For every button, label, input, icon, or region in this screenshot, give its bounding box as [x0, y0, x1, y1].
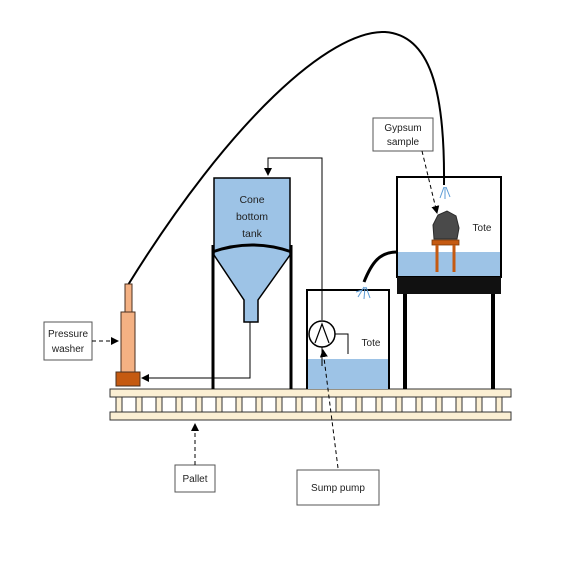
pallet — [109, 388, 512, 421]
pallet-slat — [435, 396, 443, 413]
cone-bottom-tank: Cone bottom tank — [211, 177, 293, 389]
washer-nozzle — [124, 283, 133, 313]
gypsum-label-line1: Gypsum — [384, 123, 421, 134]
pallet-slat — [335, 396, 343, 413]
sample-spray-icon — [439, 186, 451, 199]
pallet-slat — [455, 396, 463, 413]
tank-to-washer-line — [141, 322, 251, 382]
sample-stool — [431, 239, 460, 272]
gypsum-sample-label: Gypsum sample — [372, 117, 434, 152]
pressure-washer — [115, 283, 141, 387]
pallet-slat — [475, 396, 483, 413]
sump-pump-pointer — [319, 349, 339, 469]
pallet-slat — [295, 396, 303, 413]
cone-tank-label-line3: tank — [242, 228, 263, 240]
pressure-washer-label-line1: Pressure — [48, 329, 88, 340]
gypsum-label-line2: sample — [387, 137, 420, 148]
cone-tank-label-line1: Cone — [239, 194, 264, 206]
lower-tote-label: Tote — [362, 338, 381, 349]
pressure-washer-label: Pressure washer — [43, 321, 93, 361]
pressure-hose — [127, 30, 446, 286]
pallet-slat — [235, 396, 243, 413]
pressure-washer-label-line2: washer — [51, 344, 85, 355]
pallet-label: Pallet — [174, 464, 216, 493]
pallet-slat — [415, 396, 423, 413]
sump-pump-label: Sump pump — [296, 469, 380, 506]
upper-tote-label: Tote — [473, 223, 492, 234]
pallet-slat — [215, 396, 223, 413]
cone-tank-label-line2: bottom — [236, 211, 268, 223]
sump-pump-label-text: Sump pump — [311, 483, 365, 494]
washer-base — [115, 371, 141, 387]
tote-stand-top — [397, 277, 501, 294]
pallet-slat — [115, 396, 123, 413]
drain-spray-icon — [355, 286, 371, 300]
gypsum-pointer — [421, 150, 440, 214]
pallet-slat — [135, 396, 143, 413]
gypsum-rock-icon — [432, 210, 460, 240]
pallet-slat — [255, 396, 263, 413]
pallet-slat — [495, 396, 503, 413]
pallet-slat — [155, 396, 163, 413]
pallet-slat — [395, 396, 403, 413]
lower-tote: Tote — [306, 289, 390, 389]
pallet-slat — [375, 396, 383, 413]
pallet-label-text: Pallet — [182, 474, 207, 485]
upper-tote: Tote — [396, 176, 502, 389]
drain-hose — [362, 250, 398, 283]
pallet-slat — [355, 396, 363, 413]
pallet-slat — [175, 396, 183, 413]
pallet-slat — [275, 396, 283, 413]
pump-to-tank-line — [264, 157, 323, 320]
pallet-slat — [195, 396, 203, 413]
pallet-slat — [315, 396, 323, 413]
washer-body — [120, 311, 136, 373]
